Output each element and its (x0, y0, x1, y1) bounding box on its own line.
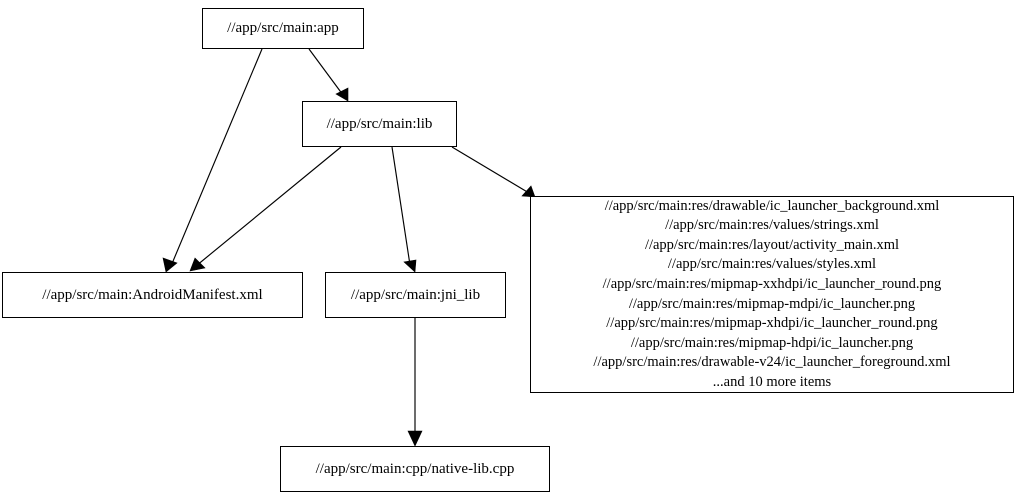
graph-edge-lib-to-manifest (189, 146, 342, 272)
graph-node-manifest[interactable]: //app/src/main:AndroidManifest.xml (2, 272, 303, 318)
graph-edge-jni_lib-to-native_lib (407, 318, 423, 447)
edge-line (195, 146, 342, 267)
graph-node-label: //app/src/main:jni_lib (350, 286, 481, 303)
graph-node-resources[interactable]: //app/src/main:res/drawable/ic_launcher_… (530, 196, 1014, 393)
arrowhead-icon (403, 259, 417, 273)
graph-edge-app-to-lib (308, 48, 349, 102)
graph-node-label: //app/src/main:cpp/native-lib.cpp (315, 460, 515, 477)
edge-line (308, 48, 344, 96)
graph-node-label: //app/src/main:app (227, 20, 339, 36)
arrowhead-icon (521, 185, 536, 198)
graph-node-label: //app/src/main:lib (326, 115, 433, 132)
graph-edge-lib-to-resources (451, 146, 536, 198)
graph-node-native_lib[interactable]: //app/src/main:cpp/native-lib.cpp (280, 446, 550, 492)
graph-edge-lib-to-jni_lib (391, 146, 417, 273)
edge-line (391, 146, 411, 266)
graph-node-label: //app/src/main:AndroidManifest.xml (42, 286, 263, 303)
graph-edge-app-to-manifest (162, 48, 263, 273)
arrowhead-icon (407, 430, 423, 447)
graph-node-lib[interactable]: //app/src/main:lib (302, 101, 457, 147)
arrowhead-icon (162, 257, 178, 273)
arrowhead-icon (335, 87, 349, 102)
edge-line (451, 146, 530, 194)
edge-line (170, 48, 263, 267)
arrowhead-icon (189, 257, 206, 272)
graph-node-label: //app/src/main:res/drawable/ic_launcher_… (593, 197, 951, 390)
graph-node-app[interactable]: //app/src/main:app (202, 8, 364, 49)
graph-node-jni_lib[interactable]: //app/src/main:jni_lib (325, 272, 506, 318)
